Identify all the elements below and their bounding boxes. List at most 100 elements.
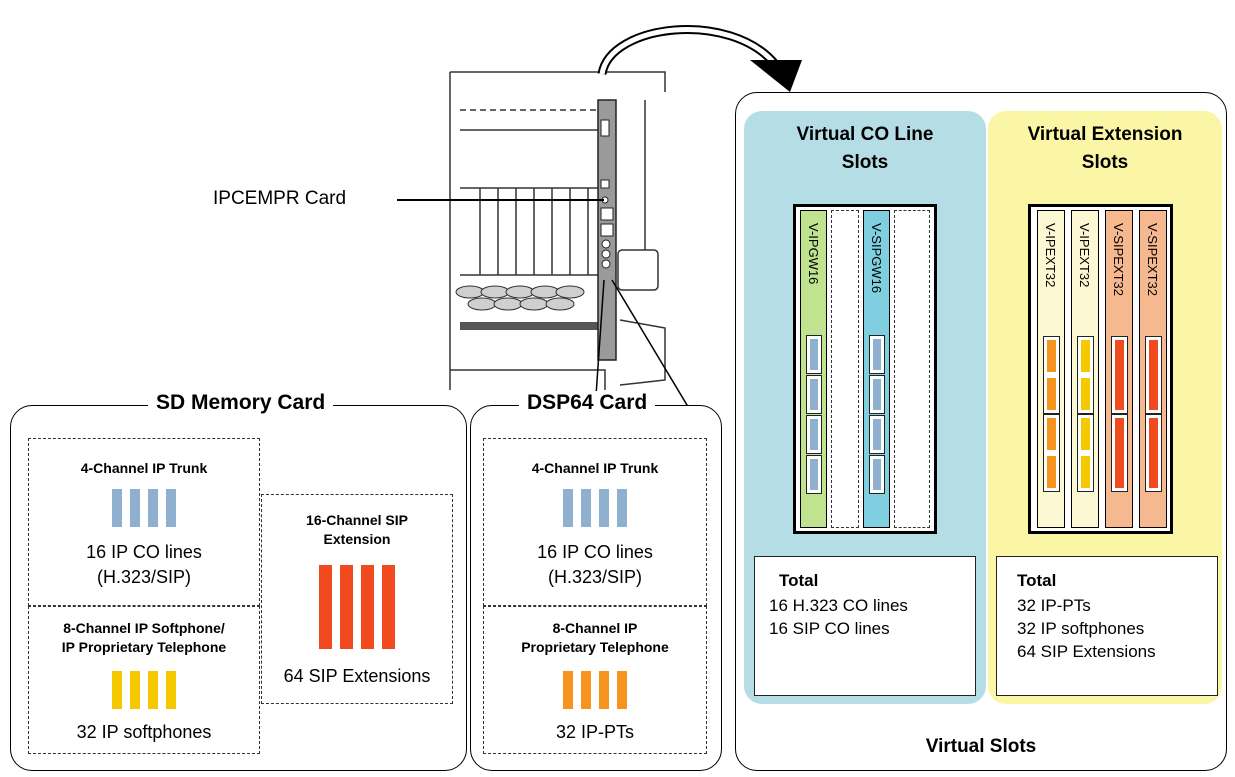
sd-softphone-text: 32 IP softphones	[76, 722, 212, 742]
sd-sip-text: 64 SIP Extensions	[283, 666, 431, 686]
co-channel-slot	[869, 415, 885, 454]
ext-slot-frame: V-IPEXT32 V-IPEXT32 V-SIPEXT32	[1028, 204, 1173, 534]
ext-channel-fill	[1047, 378, 1056, 410]
ext-card-sipext32: V-SIPEXT32	[1105, 210, 1133, 528]
ext-total-line: 64 SIP Extensions	[1017, 642, 1156, 661]
dsp-trunk-line2: (H.323/SIP)	[547, 567, 643, 587]
co-slot-frame: V-IPGW16 V-SIPGW16	[793, 204, 937, 534]
trunk-channel-bar	[148, 489, 158, 527]
ext-heading-1: Virtual Extension	[1027, 124, 1183, 145]
co-channel-slot	[869, 455, 885, 494]
softphone-channel-bar	[166, 671, 176, 709]
sd-softphone-heading-1: 8-Channel IP Softphone/	[63, 620, 225, 636]
co-heading-1: Virtual CO Line	[796, 124, 934, 145]
pt-channel-bar	[581, 671, 591, 709]
co-total-line: 16 SIP CO lines	[769, 619, 890, 638]
pt-channel-bar	[617, 671, 627, 709]
sd-sip-box: 16-Channel SIP Extension 64 SIP Extensio…	[261, 494, 453, 704]
sip-channel-bar	[319, 565, 332, 649]
virtual-slots-footer: Virtual Slots	[925, 736, 1037, 757]
sd-trunk-line1: 16 IP CO lines	[86, 542, 202, 562]
ext-channel-fill	[1047, 418, 1056, 450]
ext-card-label: V-IPEXT32	[1077, 223, 1092, 288]
dsp-trunk-heading: 4-Channel IP Trunk	[531, 460, 659, 476]
ext-channel-fill	[1115, 340, 1124, 410]
sd-softphone-bars	[29, 671, 259, 709]
sd-sip-heading-2: Extension	[323, 531, 391, 547]
ext-card-sipext32: V-SIPEXT32	[1139, 210, 1167, 528]
trunk-channel-bar	[166, 489, 176, 527]
sd-trunk-box: 4-Channel IP Trunk 16 IP CO lines (H.323…	[28, 438, 260, 606]
ext-channel-fill	[1149, 340, 1158, 410]
co-card-label: V-IPGW16	[806, 223, 821, 285]
co-channel-slot	[806, 375, 822, 414]
co-channel-slot	[869, 375, 885, 414]
trunk-channel-bar	[599, 489, 609, 527]
ext-card-label: V-IPEXT32	[1043, 223, 1058, 288]
trunk-channel-bar	[112, 489, 122, 527]
trunk-channel-bar	[130, 489, 140, 527]
sd-softphone-heading-2: IP Proprietary Telephone	[61, 639, 227, 655]
dsp-pt-text: 32 IP-PTs	[555, 722, 635, 742]
dsp-pt-box: 8-Channel IP Proprietary Telephone 32 IP…	[483, 606, 707, 754]
pt-channel-bar	[599, 671, 609, 709]
softphone-channel-bar	[130, 671, 140, 709]
sip-channel-bar	[340, 565, 353, 649]
dsp-pt-heading-2: Proprietary Telephone	[521, 639, 669, 655]
dsp-trunk-line1: 16 IP CO lines	[537, 542, 653, 562]
ext-channel-fill	[1081, 418, 1090, 450]
co-total-label: Total	[779, 571, 819, 590]
curved-arrow	[597, 24, 802, 92]
softphone-channel-bar	[112, 671, 122, 709]
sip-channel-bar	[361, 565, 374, 649]
co-empty-slot	[831, 210, 859, 528]
sd-trunk-bars	[29, 489, 259, 527]
ext-channel-fill	[1115, 418, 1124, 488]
co-channel-slot	[806, 455, 822, 494]
ext-total-line: 32 IP softphones	[1017, 619, 1145, 638]
co-card-label: V-SIPGW16	[869, 223, 884, 294]
dsp-pt-heading-1: 8-Channel IP	[552, 620, 638, 636]
dsp-card-title: DSP64 Card	[519, 391, 656, 415]
ext-total-box: Total 32 IP-PTs 32 IP softphones 64 SIP …	[996, 556, 1218, 696]
co-total-line: 16 H.323 CO lines	[769, 596, 908, 615]
softphone-channel-bar	[148, 671, 158, 709]
ext-card-label: V-SIPEXT32	[1111, 223, 1126, 296]
ext-channel-fill	[1081, 378, 1090, 410]
co-channel-slot	[806, 415, 822, 454]
ext-channel-fill	[1149, 418, 1158, 488]
co-channel-slot	[806, 335, 822, 374]
ext-card-ipext32: V-IPEXT32	[1037, 210, 1065, 528]
dsp-pt-bars	[484, 671, 706, 709]
co-card-ipgw16: V-IPGW16	[800, 210, 827, 528]
co-empty-slot	[894, 210, 930, 528]
virtual-co-column: Virtual CO Line Slots V-IPGW16 V-SIPGW16	[744, 111, 986, 704]
ext-channel-fill	[1047, 340, 1056, 372]
dsp64-card-panel: DSP64 Card 4-Channel IP Trunk 16 IP CO l…	[470, 391, 722, 771]
ext-channel-fill	[1047, 456, 1056, 488]
dsp-trunk-box: 4-Channel IP Trunk 16 IP CO lines (H.323…	[483, 438, 707, 606]
sd-softphone-box: 8-Channel IP Softphone/ IP Proprietary T…	[28, 606, 260, 754]
ext-total-line: 32 IP-PTs	[1017, 596, 1091, 615]
trunk-channel-bar	[581, 489, 591, 527]
sd-card-title: SD Memory Card	[148, 391, 334, 415]
sd-trunk-heading: 4-Channel IP Trunk	[80, 460, 208, 476]
sd-sip-heading-1: 16-Channel SIP	[306, 512, 408, 528]
virtual-slots-panel: Virtual CO Line Slots V-IPGW16 V-SIPGW16	[735, 92, 1227, 771]
sip-channel-bar	[382, 565, 395, 649]
co-total-box: Total 16 H.323 CO lines 16 SIP CO lines	[754, 556, 976, 696]
callout-line	[397, 199, 604, 201]
co-channel-slot	[869, 335, 885, 374]
co-heading-2: Slots	[841, 152, 889, 173]
callout-label: IPCEMPR Card	[213, 188, 347, 209]
ext-card-ipext32: V-IPEXT32	[1071, 210, 1099, 528]
sd-memory-card-panel: SD Memory Card 4-Channel IP Trunk 16 IP …	[10, 391, 467, 771]
sd-trunk-line2: (H.323/SIP)	[96, 567, 192, 587]
connector-lines	[594, 279, 691, 411]
ext-channel-fill	[1081, 340, 1090, 372]
sd-sip-bars	[262, 565, 452, 649]
co-card-sipgw16: V-SIPGW16	[863, 210, 890, 528]
ext-channel-fill	[1081, 456, 1090, 488]
ext-heading-2: Slots	[1081, 152, 1129, 173]
pt-channel-bar	[563, 671, 573, 709]
